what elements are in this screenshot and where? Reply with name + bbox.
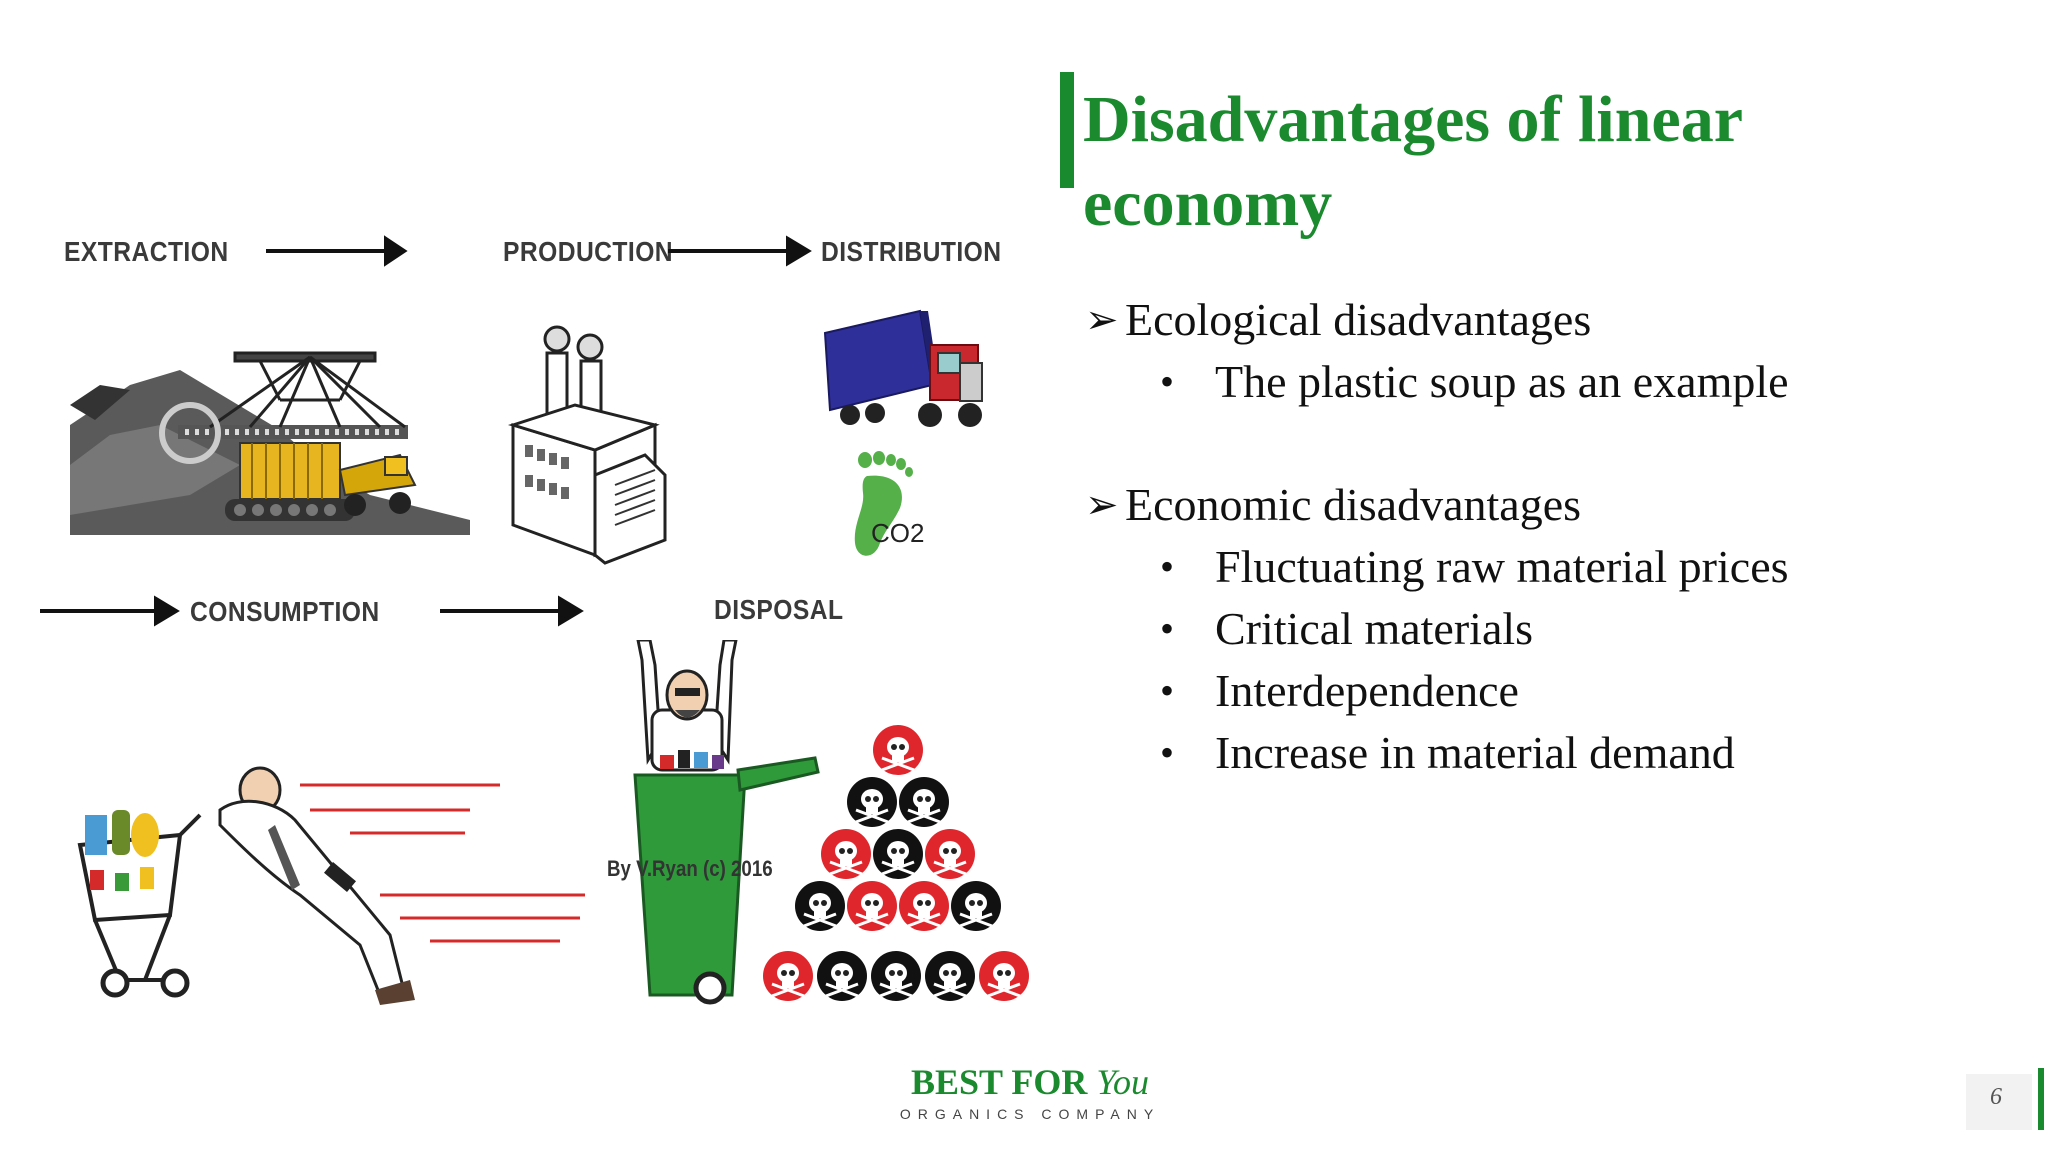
shopping-cart-icon xyxy=(77,766,585,1005)
dot-bullet-icon: • xyxy=(1160,543,1175,589)
bullet-heading: ➢ Economic disadvantages xyxy=(1085,473,2025,535)
page-accent-bar xyxy=(2038,1068,2044,1130)
logo-script-text: You xyxy=(1096,1062,1150,1102)
logo-wordmark: BEST FOR You xyxy=(880,1062,1180,1102)
stage-label-extraction: EXTRACTION xyxy=(64,236,229,267)
dot-bullet-icon: • xyxy=(1160,729,1175,775)
sub-bullet: • The plastic soup as an example xyxy=(1085,350,2025,412)
sub-bullet-text: The plastic soup as an example xyxy=(1215,355,1789,407)
sub-bullet: • Critical materials xyxy=(1085,597,2025,659)
sub-bullet: • Interdependence xyxy=(1085,659,2025,721)
co2-footprint-icon: CO2 xyxy=(854,451,924,556)
stage-label-consumption: CONSUMPTION xyxy=(190,596,380,627)
page-number: 6 xyxy=(1990,1084,2002,1110)
bullet-heading-text: Economic disadvantages xyxy=(1125,478,1582,530)
sub-bullet: • Fluctuating raw material prices xyxy=(1085,535,2025,597)
page-number-box xyxy=(1966,1074,2032,1130)
logo-subtitle: ORGANICS COMPANY xyxy=(899,1106,1161,1122)
bullet-list: ➢ Ecological disadvantages • The plastic… xyxy=(1085,288,2025,783)
lorry-icon xyxy=(823,309,983,427)
sub-bullet-text: Fluctuating raw material prices xyxy=(1215,540,1789,592)
skull-pyramid-icon xyxy=(761,723,1031,1003)
bullet-heading-text: Ecological disadvantages xyxy=(1125,293,1592,345)
dot-bullet-icon: • xyxy=(1160,667,1175,713)
company-logo: BEST FOR You ORGANICS COMPANY xyxy=(880,1062,1180,1122)
mining-excavator-icon xyxy=(70,351,470,535)
stage-label-disposal: DISPOSAL xyxy=(714,594,844,625)
arrow-bullet-icon: ➢ xyxy=(1085,481,1119,527)
sub-bullet-text: Critical materials xyxy=(1215,602,1534,654)
slide-title: Disadvantages of linear economy xyxy=(1083,83,1742,240)
sub-bullet: • Increase in material demand xyxy=(1085,721,2025,783)
co2-label: CO2 xyxy=(871,518,924,548)
sub-bullet-text: Interdependence xyxy=(1215,664,1519,716)
sub-bullet-text: Increase in material demand xyxy=(1215,726,1735,778)
illustration-credit: By V.Ryan (c) 2016 xyxy=(607,856,773,881)
title-accent-bar xyxy=(1060,72,1074,188)
bullet-heading: ➢ Ecological disadvantages xyxy=(1085,288,2025,350)
wheelie-bin-icon xyxy=(633,640,820,1005)
arrow-bullet-icon: ➢ xyxy=(1085,296,1119,342)
flow-arrows xyxy=(40,235,812,627)
logo-main-text: BEST FOR xyxy=(910,1062,1088,1102)
linear-economy-illustration: EXTRACTION PRODUCTION DISTRIBUTION CONSU… xyxy=(40,235,1031,1005)
dot-bullet-icon: • xyxy=(1160,605,1175,651)
factory-icon xyxy=(507,325,667,565)
dot-bullet-icon: • xyxy=(1160,358,1175,404)
stage-label-distribution: DISTRIBUTION xyxy=(821,236,1002,267)
stage-label-production: PRODUCTION xyxy=(503,236,674,267)
dump-truck-icon xyxy=(338,453,417,516)
